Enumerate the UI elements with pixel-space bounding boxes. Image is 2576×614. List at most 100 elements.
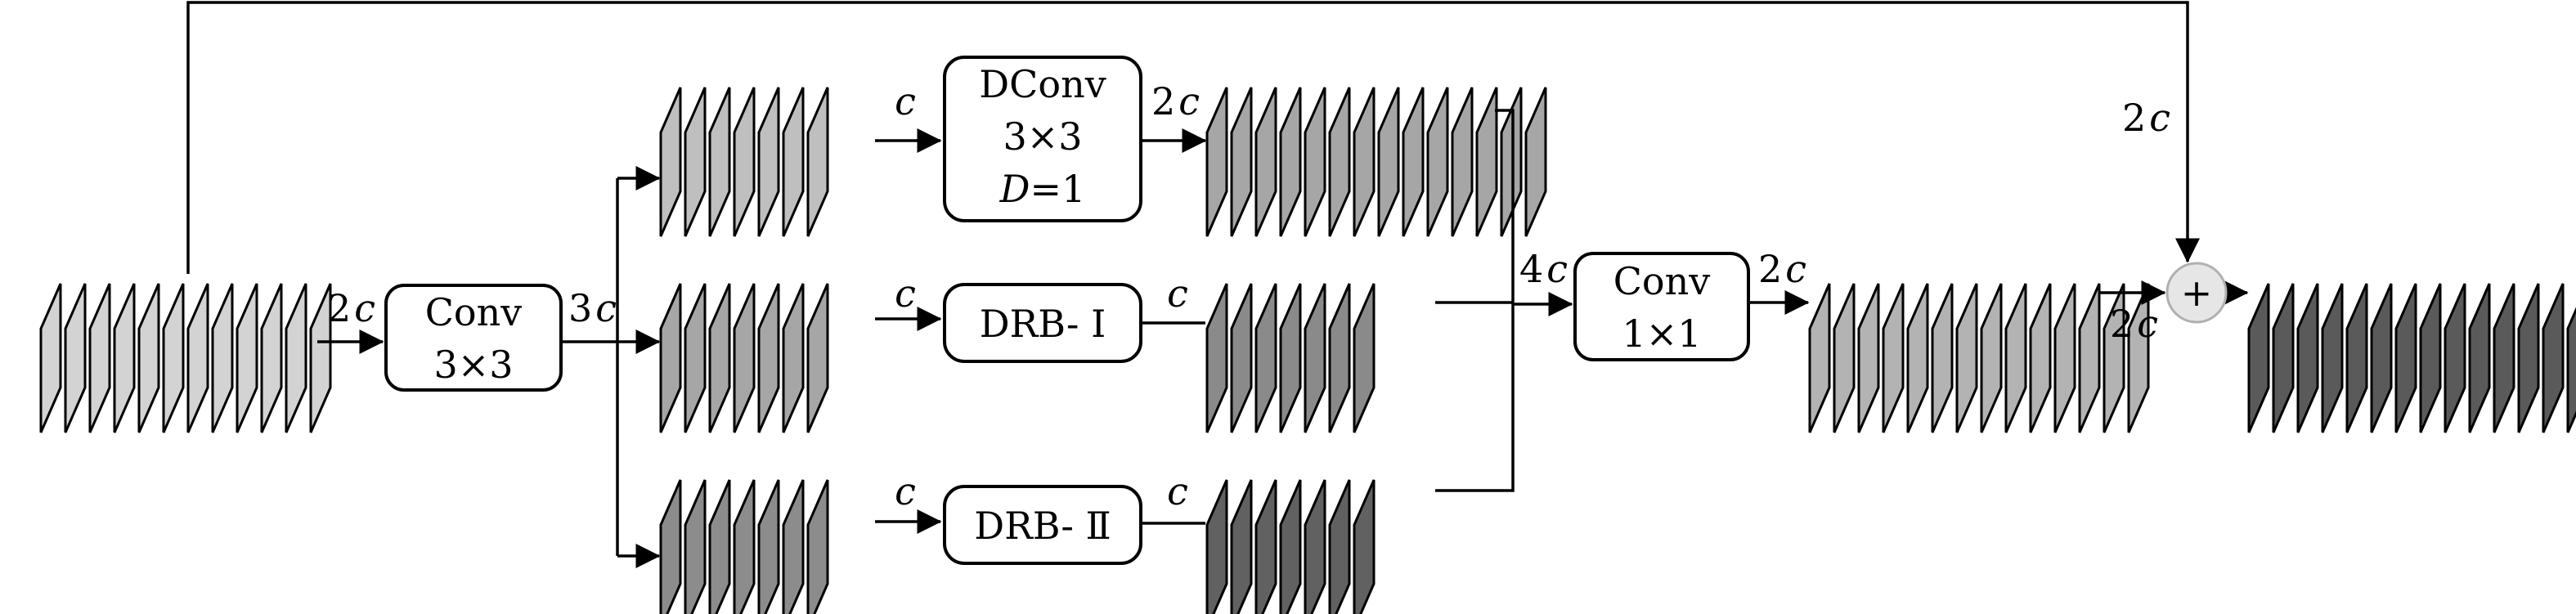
feature-map-slice (1279, 283, 1302, 433)
dconv-block: DConv 3×3 D=1 (943, 56, 1142, 222)
drb2-output-stack (1205, 479, 1376, 614)
channel-concat: 4c (1519, 247, 1568, 291)
feature-map-slice (782, 87, 805, 237)
feature-map-slice (2517, 283, 2540, 433)
feature-map-slice (1353, 479, 1376, 614)
channel-branch1-in: c (895, 79, 916, 123)
conv1x1-label-line2: 1×1 (1622, 311, 1701, 356)
conv1-output-stack (1808, 283, 2150, 433)
feature-map-slice (1882, 283, 1905, 433)
final-output-stack (2247, 283, 2576, 433)
feature-map-slice (782, 479, 805, 614)
feature-map-slice (1353, 283, 1376, 433)
feature-map-slice (1833, 283, 1856, 433)
feature-map-slice (684, 87, 707, 237)
conv3x3-label-line1: Conv (425, 290, 523, 334)
feature-map-slice (2103, 283, 2125, 433)
feature-map-slice (1328, 87, 1351, 237)
feature-map-slice (2444, 283, 2466, 433)
feature-map-slice (1279, 479, 1302, 614)
feature-map-slice (2321, 283, 2344, 433)
conv1x1-label-line1: Conv (1613, 259, 1711, 303)
feature-map-slice (285, 283, 307, 433)
dconv-dilation-value: =1 (1030, 167, 1086, 211)
channel-drb1-out: c (1167, 271, 1188, 316)
feature-map-slice (1205, 283, 1228, 433)
feature-map-slice (1205, 479, 1228, 614)
channel-add-in: 2c (2110, 302, 2158, 346)
channel-labels: 2c 3c c c c 2c c c 4c 2c 2c 2c (327, 79, 2170, 513)
feature-map-slice (1402, 87, 1425, 237)
input-feature-stack (39, 283, 332, 433)
feature-map-slice (806, 87, 829, 237)
feature-map-slice (211, 283, 234, 433)
feature-map-slice (733, 87, 756, 237)
feature-map-slice (309, 283, 332, 433)
dconv-dilation-var: D (999, 167, 1030, 211)
feature-map-slice (2272, 283, 2295, 433)
feature-map-slice (1426, 87, 1449, 237)
channel-drb2-out: c (1167, 469, 1188, 513)
feature-map-slice (1353, 87, 1376, 237)
feature-map-slice (806, 479, 829, 614)
conv3x3-block: Conv 3×3 (384, 284, 563, 392)
feature-map-slice (236, 283, 258, 433)
feature-map-slice (1328, 479, 1351, 614)
add-operator: + (2165, 262, 2228, 324)
branch2-feature-stack (659, 283, 829, 433)
feature-map-slice (1279, 87, 1302, 237)
feature-map-slice (1377, 87, 1400, 237)
feature-map-slice (806, 283, 829, 433)
feature-map-slice (1230, 479, 1253, 614)
feature-map-slice (2419, 283, 2442, 433)
feature-map-slice (1304, 479, 1326, 614)
feature-map-slice (39, 283, 62, 433)
feature-map-slice (2004, 283, 2027, 433)
feature-map-slice (2566, 307, 2576, 433)
feature-map-slice (1451, 87, 1474, 237)
feature-map-slice (2078, 283, 2101, 433)
feature-map-slice (733, 479, 756, 614)
feature-map-slice (1205, 87, 1228, 237)
feature-map-slice (684, 283, 707, 433)
feature-map-slice (64, 283, 87, 433)
feature-map-slice (88, 283, 111, 433)
feature-map-slice (684, 479, 707, 614)
feature-map-slice (2296, 283, 2319, 433)
feature-map-slice (708, 283, 731, 433)
dconv-label-line2: 3×3 (1003, 114, 1082, 159)
feature-map-slice (2029, 283, 2052, 433)
feature-map-slice (1980, 283, 2003, 433)
drb1-block: DRB- Ⅰ (943, 283, 1142, 363)
feature-map-slice (2247, 283, 2270, 433)
drb1-output-stack (1205, 283, 1376, 433)
feature-map-slice (113, 283, 136, 433)
feature-map-slice (659, 479, 682, 614)
branch1-feature-stack (659, 87, 829, 237)
branch3-feature-stack (659, 479, 829, 614)
feature-map-slice (1304, 87, 1326, 237)
feature-map-slice (708, 479, 731, 614)
feature-map-slice (2493, 283, 2515, 433)
feature-map-slice (1500, 87, 1523, 237)
feature-map-slice (1254, 283, 1277, 433)
feature-map-slice (1328, 283, 1351, 433)
drb2-label: DRB- Ⅱ (974, 504, 1111, 548)
feature-map-slice (1808, 283, 1831, 433)
feature-map-slice (260, 283, 283, 433)
wire-concat-collector (1435, 109, 1515, 492)
feature-map-slice (186, 283, 209, 433)
conv3x3-label-line2: 3×3 (433, 343, 513, 387)
channel-conv1-out: 2c (1758, 247, 1806, 291)
dconv-label-line3: D=1 (999, 167, 1086, 211)
feature-map-slice (2542, 283, 2565, 433)
feature-map-slice (1955, 283, 1978, 433)
wire-skip-connection (186, 1, 2200, 274)
feature-map-slice (1524, 87, 1547, 237)
feature-map-slice (708, 87, 731, 237)
drb1-label: DRB- Ⅰ (980, 302, 1106, 346)
feature-map-slice (1931, 283, 1954, 433)
feature-map-slice (2394, 283, 2417, 433)
channel-dconv-out: 2c (1151, 79, 1200, 123)
